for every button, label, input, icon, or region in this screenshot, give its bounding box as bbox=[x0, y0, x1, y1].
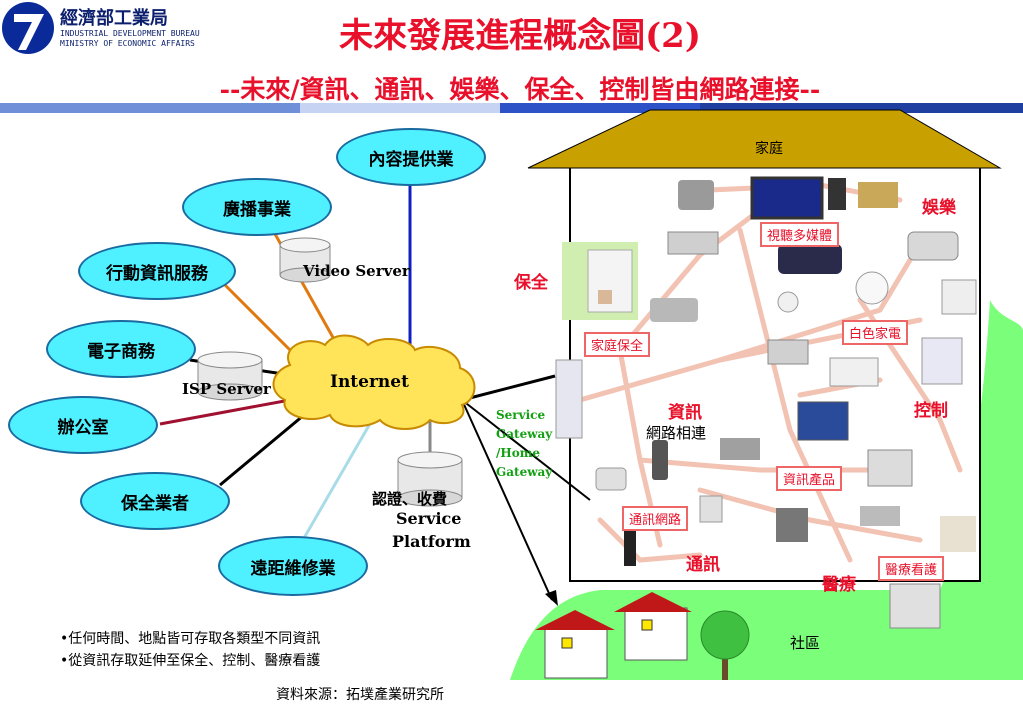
rice-cooker-icon bbox=[855, 271, 889, 305]
camcorder-icon bbox=[678, 180, 714, 210]
refrigerator-icon bbox=[921, 337, 963, 385]
mobile-phone-icon bbox=[652, 440, 668, 480]
service-platform-label-en1: Service bbox=[396, 509, 462, 528]
desktop-pc-icon bbox=[867, 449, 913, 487]
bullet-item: •任何時間、地點皆可存取各類型不同資訊 bbox=[60, 631, 321, 647]
washing-machine-icon bbox=[941, 279, 977, 315]
network-connect-label: 網路相連 bbox=[646, 424, 707, 442]
page-subtitle: --未來/資訊、通訊、娛樂、保全、控制皆由網路連接-- bbox=[219, 75, 821, 104]
dvd-player-icon bbox=[667, 231, 719, 255]
category-control: 控制 bbox=[914, 401, 948, 421]
toilet-icon bbox=[940, 516, 976, 552]
tree-icon bbox=[700, 610, 750, 680]
service-platform-icon bbox=[397, 451, 463, 507]
service-platform-label-en2: Platform bbox=[392, 532, 471, 551]
security-camera-icon bbox=[650, 298, 698, 322]
house-roof bbox=[527, 109, 1002, 169]
logo-name-zh: 經濟部工業局 bbox=[60, 8, 168, 29]
category-medical: 醫療 bbox=[822, 575, 856, 595]
box-info-products: 資訊產品 bbox=[776, 466, 843, 491]
node-security-provider: 保全業者 bbox=[80, 472, 230, 530]
tv-icon bbox=[750, 176, 824, 220]
service-platform-label-zh: 認證、收費 bbox=[372, 490, 448, 508]
node-mobile-info-service: 行動資訊服務 bbox=[78, 242, 236, 300]
isp-server-label: ISP Server bbox=[182, 380, 271, 398]
digital-camera-icon bbox=[907, 231, 959, 261]
box-medical-care: 醫療看護 bbox=[878, 556, 945, 581]
node-e-commerce: 電子商務 bbox=[46, 320, 196, 378]
box-comm-network: 通訊網路 bbox=[622, 506, 689, 531]
home-roof-label: 家庭 bbox=[755, 141, 783, 157]
community-house-icon bbox=[614, 592, 692, 661]
speaker-icon bbox=[828, 178, 846, 210]
node-remote-maintenance: 遠距維修業 bbox=[218, 536, 368, 596]
laptop-icon bbox=[797, 401, 849, 441]
bullet-list: •任何時間、地點皆可存取各類型不同資訊 •從資訊存取延伸至保全、控制、醫療看護 bbox=[60, 628, 320, 672]
video-server-label: Video Server bbox=[303, 262, 410, 280]
scanner-icon bbox=[860, 506, 900, 526]
box-av-multimedia: 視聽多媒體 bbox=[760, 222, 840, 247]
stereo-icon bbox=[858, 182, 898, 208]
service-gateway-label: Service Gateway /Home Gateway bbox=[496, 408, 553, 479]
gateway-server-icon bbox=[555, 359, 583, 439]
pda-icon bbox=[776, 508, 808, 542]
category-comm: 通訊 bbox=[686, 555, 720, 575]
blood-pressure-monitor-icon bbox=[889, 583, 941, 629]
air-conditioner-icon bbox=[829, 357, 879, 387]
category-security: 保全 bbox=[514, 273, 548, 293]
category-info: 資訊 bbox=[668, 403, 702, 423]
isp-server-icon bbox=[197, 351, 263, 401]
modem-icon bbox=[624, 526, 636, 566]
box-white-appliances: 白色家電 bbox=[842, 320, 909, 345]
bureau-logo-icon bbox=[2, 2, 54, 54]
game-console-icon bbox=[778, 244, 842, 274]
microwave-icon bbox=[767, 339, 809, 365]
pda-device-icon bbox=[699, 495, 723, 523]
internet-label: Internet bbox=[330, 372, 409, 392]
printer-icon bbox=[720, 438, 760, 460]
logo-name-en-1: INDUSTRIAL DEVELOPMENT BUREAU bbox=[60, 29, 200, 38]
desk-phone-icon bbox=[595, 467, 627, 491]
box-home-security: 家庭保全 bbox=[584, 332, 651, 357]
node-content-provider: 內容提供業 bbox=[336, 128, 486, 186]
internet-cloud-icon bbox=[272, 334, 476, 430]
bullet-item: •從資訊存取延伸至保全、控制、醫療看護 bbox=[60, 653, 321, 669]
node-broadcasting: 廣播事業 bbox=[182, 178, 332, 236]
node-office: 辦公室 bbox=[8, 396, 158, 454]
light-bulb-icon bbox=[777, 291, 799, 313]
page-title: 未來發展進程概念圖(2) bbox=[339, 16, 701, 56]
logo-name-en-2: MINISTRY OF ECONOMIC AFFAIRS bbox=[60, 39, 195, 48]
video-server-icon bbox=[279, 237, 331, 283]
community-house-icon bbox=[535, 610, 615, 679]
community-label: 社區 bbox=[790, 634, 821, 652]
category-entertainment: 娛樂 bbox=[922, 198, 956, 218]
source-note: 資料來源：拓墣產業研究所 bbox=[276, 687, 444, 703]
